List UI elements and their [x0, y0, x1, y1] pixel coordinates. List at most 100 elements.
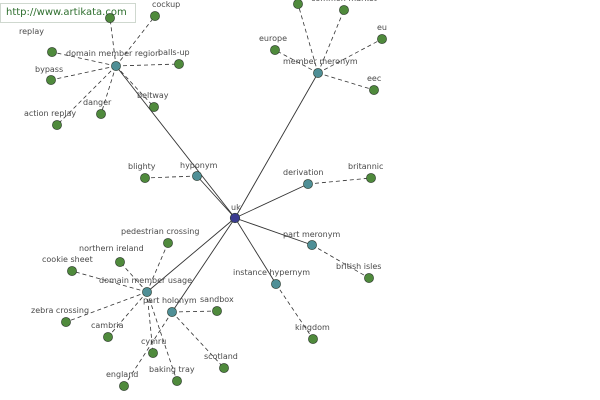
- node-beltway[interactable]: [149, 102, 159, 112]
- graph-labels: cockup replay bypass action replay danger bel…: [19, 0, 387, 379]
- edge-part-holonym-scotland: [171, 311, 225, 369]
- edge-uk-part-meronym: [234, 217, 313, 246]
- edge-domain-member-usage-zebra-crossing: [65, 291, 148, 323]
- node-danger[interactable]: [96, 109, 106, 119]
- node-europe[interactable]: [270, 45, 280, 55]
- edge-domain-member-region-balls-up: [115, 63, 180, 67]
- node-british-isles[interactable]: [364, 273, 374, 283]
- node-hyponym[interactable]: [192, 171, 202, 181]
- node-root-uk[interactable]: [229, 212, 241, 224]
- label-cambria: cambria: [91, 321, 124, 330]
- label-beltway: beltway: [137, 91, 169, 100]
- node-part-meronym[interactable]: [307, 240, 317, 250]
- label-part-holonym: part holonym: [143, 296, 197, 305]
- node-domain-member-usage[interactable]: [142, 287, 152, 297]
- label-common-market: common market: [311, 0, 377, 3]
- node-britannic[interactable]: [366, 173, 376, 183]
- node-kingdom[interactable]: [308, 334, 318, 344]
- node-common-market[interactable]: [339, 5, 349, 15]
- node-baking-tray[interactable]: [172, 376, 182, 386]
- node-eu[interactable]: [377, 34, 387, 44]
- node-bypass[interactable]: [46, 75, 56, 85]
- node-blighty[interactable]: [140, 173, 150, 183]
- label-baking-tray: baking tray: [149, 365, 195, 374]
- node-zebra-crossing[interactable]: [61, 317, 71, 327]
- label-blighty: blighty: [128, 162, 156, 171]
- edge-uk-instance-hypernym: [234, 217, 277, 285]
- node-pedestrian-crossing[interactable]: [163, 238, 173, 248]
- label-danger: danger: [83, 98, 112, 107]
- edge-uk-domain-member-usage: [146, 217, 236, 293]
- node-cockup[interactable]: [150, 11, 160, 21]
- edge-member-meronym-common-market: [317, 9, 345, 74]
- edge-member-meronym-eec: [317, 72, 375, 91]
- label-eec: eec: [367, 74, 381, 83]
- node-replay[interactable]: [47, 47, 57, 57]
- node-derivation[interactable]: [303, 179, 313, 189]
- label-kingdom: kingdom: [295, 323, 330, 332]
- edge-domain-member-usage-pedestrian-crossing: [146, 242, 169, 293]
- node-instance-hypernym[interactable]: [271, 279, 281, 289]
- edge-part-meronym-british-isles: [311, 244, 370, 279]
- label-hyponym: hyponym: [180, 161, 218, 170]
- node-balls-up[interactable]: [174, 59, 184, 69]
- label-sandbox: sandbox: [200, 295, 234, 304]
- label-northern-ireland: northern ireland: [79, 244, 144, 253]
- label-british-isles: british isles: [336, 262, 381, 271]
- node-northern-ireland[interactable]: [115, 257, 125, 267]
- node-member-meronym[interactable]: [313, 68, 323, 78]
- label-zebra-crossing: zebra crossing: [31, 306, 89, 315]
- edge-domain-member-region-beltway: [115, 65, 155, 108]
- edge-derivation-britannic: [307, 177, 372, 185]
- label-replay: replay: [19, 27, 44, 36]
- graph-edges: [50, 3, 383, 387]
- label-instance-hypernym: instance hypernym: [233, 268, 310, 277]
- label-bypass: bypass: [35, 65, 63, 74]
- label-part-meronym: part meronym: [283, 230, 340, 239]
- edge-domain-member-usage-baking-tray: [146, 291, 178, 382]
- label-cockup: cockup: [152, 0, 180, 9]
- edge-hyponym-blighty: [144, 175, 198, 179]
- label-derivation: derivation: [283, 168, 323, 177]
- label-member-meronym: member meronym: [283, 57, 358, 66]
- edge-member-meronym-extra-1: [297, 3, 319, 74]
- edge-domain-member-region-extra-0: [109, 17, 117, 67]
- label-england: england: [106, 370, 138, 379]
- edge-domain-member-usage-cambria: [107, 291, 148, 338]
- edge-domain-member-region-cockup: [115, 15, 156, 67]
- edge-part-holonym-england: [123, 311, 173, 387]
- node-part-holonym[interactable]: [167, 307, 177, 317]
- node-scotland[interactable]: [219, 363, 229, 373]
- label-domain-member-usage: domain member usage: [99, 276, 192, 285]
- label-scotland: scotland: [204, 352, 238, 361]
- node-extra-0[interactable]: [105, 13, 115, 23]
- label-britannic: britannic: [348, 162, 383, 171]
- watermark-url: http://www.artikata.com: [0, 3, 136, 23]
- node-england[interactable]: [119, 381, 129, 391]
- edge-uk-member-meronym: [234, 72, 319, 219]
- edge-member-meronym-europe: [274, 49, 319, 74]
- label-action-replay: action replay: [24, 109, 76, 118]
- label-cymru: cymru: [141, 337, 166, 346]
- edge-uk-derivation: [234, 183, 309, 219]
- edge-uk-hyponym: [196, 175, 236, 219]
- node-cambria[interactable]: [103, 332, 113, 342]
- node-cymru[interactable]: [148, 348, 158, 358]
- label-balls-up: balls-up: [158, 48, 190, 57]
- label-pedestrian-crossing: pedestrian crossing: [121, 227, 199, 236]
- node-cookie-sheet[interactable]: [67, 266, 77, 276]
- graph-nodes: [46, 0, 387, 391]
- node-domain-member-region[interactable]: [111, 61, 121, 71]
- edge-domain-member-usage-cookie-sheet: [71, 270, 148, 293]
- label-eu: eu: [377, 23, 387, 32]
- node-extra-1[interactable]: [293, 0, 303, 9]
- edge-domain-member-region-danger: [100, 65, 117, 115]
- label-domain-member-region: domain member region: [66, 49, 160, 58]
- edge-member-meronym-eu: [317, 38, 383, 74]
- label-cookie-sheet: cookie sheet: [42, 255, 93, 264]
- node-sandbox[interactable]: [212, 306, 222, 316]
- node-action-replay[interactable]: [52, 120, 62, 130]
- node-eec[interactable]: [369, 85, 379, 95]
- label-europe: europe: [259, 34, 287, 43]
